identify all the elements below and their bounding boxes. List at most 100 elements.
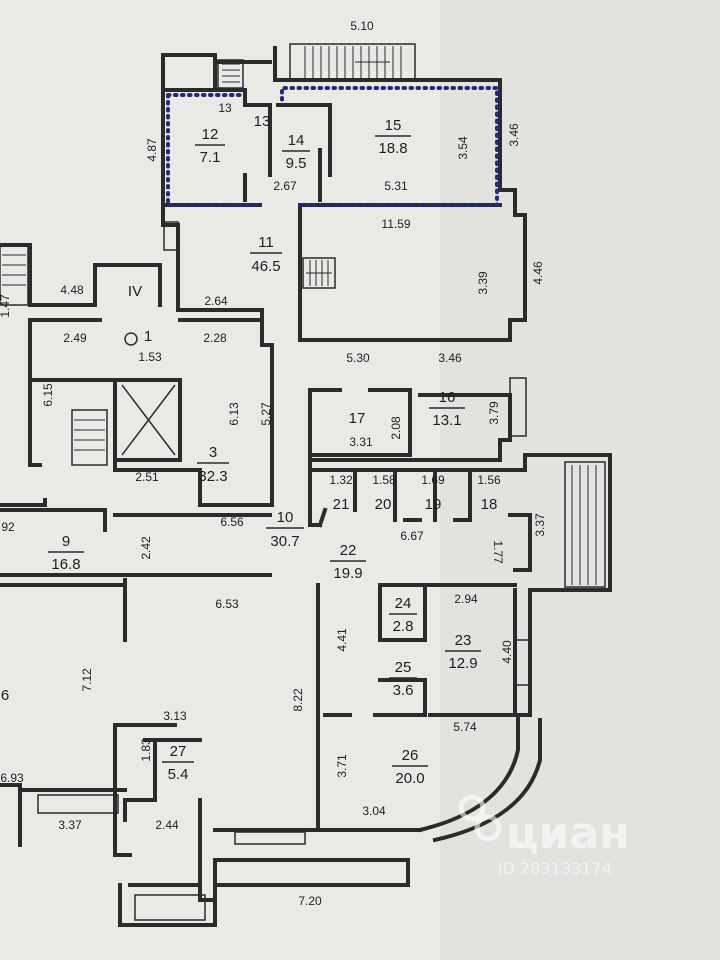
room-17: 17 [349, 410, 366, 427]
svg-text:2.8: 2.8 [393, 618, 414, 635]
dim-label: 3.37 [58, 818, 82, 832]
dim-label: 1.58 [372, 473, 396, 487]
room-3: 332.3 [197, 444, 229, 485]
room-25: 253.6 [389, 659, 417, 699]
dim-label: 6.93 [0, 771, 24, 785]
dim-label: 3.54 [456, 136, 470, 160]
dim-label: 8.22 [291, 688, 305, 712]
dim-label: 3.31 [349, 435, 373, 449]
brand-logo-icon [458, 794, 502, 842]
listing-id: ID 283133174 [498, 859, 612, 878]
svg-text:3.6: 3.6 [393, 682, 414, 699]
dim-label: 3.46 [438, 351, 462, 365]
room-18: 18 [481, 496, 498, 513]
dim-label: 4.46 [531, 261, 545, 285]
dim-label: 3.37 [533, 513, 547, 537]
svg-text:5.4: 5.4 [168, 766, 189, 783]
dim-label: 7.12 [80, 668, 94, 692]
dim-label: 5.31 [384, 179, 408, 193]
dim-label: 2.64 [204, 294, 228, 308]
svg-text:IV: IV [128, 283, 142, 300]
dim-label: 1.47 [0, 294, 12, 318]
svg-text:27: 27 [170, 743, 187, 760]
dim-label: 3.79 [487, 401, 501, 425]
svg-text:12: 12 [202, 126, 219, 143]
svg-text:1: 1 [144, 328, 152, 345]
dim-label: 92 [1, 520, 15, 534]
dim-label: 3.71 [335, 754, 349, 778]
dim-label: 4.87 [145, 138, 159, 162]
dim-label: 2.28 [203, 331, 227, 345]
dim-label: 3.04 [362, 804, 386, 818]
svg-text:22: 22 [340, 542, 357, 559]
unit-boundary [166, 86, 499, 207]
dim-label: 5.27 [259, 402, 273, 426]
dim-label: 7.20 [298, 894, 322, 908]
dim-label: 6.67 [400, 529, 424, 543]
dim-label: 13 [218, 101, 232, 115]
dim-label: 5.30 [346, 351, 370, 365]
dim-label: 3.46 [507, 123, 521, 147]
dim-label: 1.77 [491, 540, 505, 564]
room-27: 275.4 [162, 743, 194, 783]
room-12: 127.1 [195, 126, 225, 166]
room-22: 22 19.9 [330, 542, 366, 582]
room-24: 242.8 [389, 595, 417, 635]
dim-label: 1.32 [329, 473, 353, 487]
svg-text:20: 20 [375, 496, 392, 513]
svg-text:21: 21 [333, 496, 350, 513]
svg-text:25: 25 [395, 659, 412, 676]
dim-label: 3.13 [163, 709, 187, 723]
room-IV: IV [128, 283, 142, 300]
svg-text:13.1: 13.1 [432, 412, 461, 429]
dim-label: 1.83 [139, 738, 153, 762]
svg-text:23: 23 [455, 632, 472, 649]
dim-label: 4.48 [60, 283, 84, 297]
room-23: 23 12.9 [445, 632, 481, 672]
dim-label: 2.94 [454, 592, 478, 606]
dim-label: 6.15 [41, 383, 55, 407]
room-21: 21 [333, 496, 350, 513]
room-16: 16 13.1 [429, 389, 465, 429]
svg-text:12.9: 12.9 [448, 655, 477, 672]
dim-label: 2.08 [389, 416, 403, 440]
svg-text:18.8: 18.8 [378, 140, 407, 157]
dim-label: 2.44 [155, 818, 179, 832]
svg-text:20.0: 20.0 [395, 770, 424, 787]
svg-text:16: 16 [439, 389, 456, 406]
svg-text:6: 6 [1, 687, 9, 704]
dim-label: 3.39 [476, 271, 490, 295]
svg-text:16.8: 16.8 [51, 556, 80, 573]
dim-label: 1.56 [477, 473, 501, 487]
dimension-labels: 5.10 4.87 13 3.54 3.46 2.67 5.31 11.59 4… [0, 19, 547, 908]
room-20: 20 [375, 496, 392, 513]
room-14: 149.5 [282, 132, 310, 172]
dim-label: 2.49 [63, 331, 87, 345]
stairs [0, 43, 606, 921]
walls [0, 46, 612, 927]
svg-text:9: 9 [62, 533, 70, 550]
dim-label: 6.56 [220, 515, 244, 529]
brand-wordmark: циан [506, 808, 630, 859]
watermark: циан ID 283133174 [458, 794, 630, 878]
svg-text:15: 15 [385, 117, 402, 134]
svg-text:13: 13 [254, 113, 271, 130]
dim-label: 1.69 [421, 473, 445, 487]
room-26: 26 20.0 [392, 747, 428, 787]
svg-text:30.7: 30.7 [270, 533, 299, 550]
dim-label: 2.42 [139, 536, 153, 560]
svg-text:19.9: 19.9 [333, 565, 362, 582]
svg-text:7.1: 7.1 [200, 149, 221, 166]
svg-text:3: 3 [209, 444, 217, 461]
dim-label: 6.53 [215, 597, 239, 611]
svg-text:32.3: 32.3 [198, 468, 227, 485]
dim-label: 4.41 [335, 628, 349, 652]
svg-text:26: 26 [402, 747, 419, 764]
room-1: 1 [124, 328, 152, 346]
room-15: 15 18.8 [375, 117, 411, 157]
svg-text:17: 17 [349, 410, 366, 427]
